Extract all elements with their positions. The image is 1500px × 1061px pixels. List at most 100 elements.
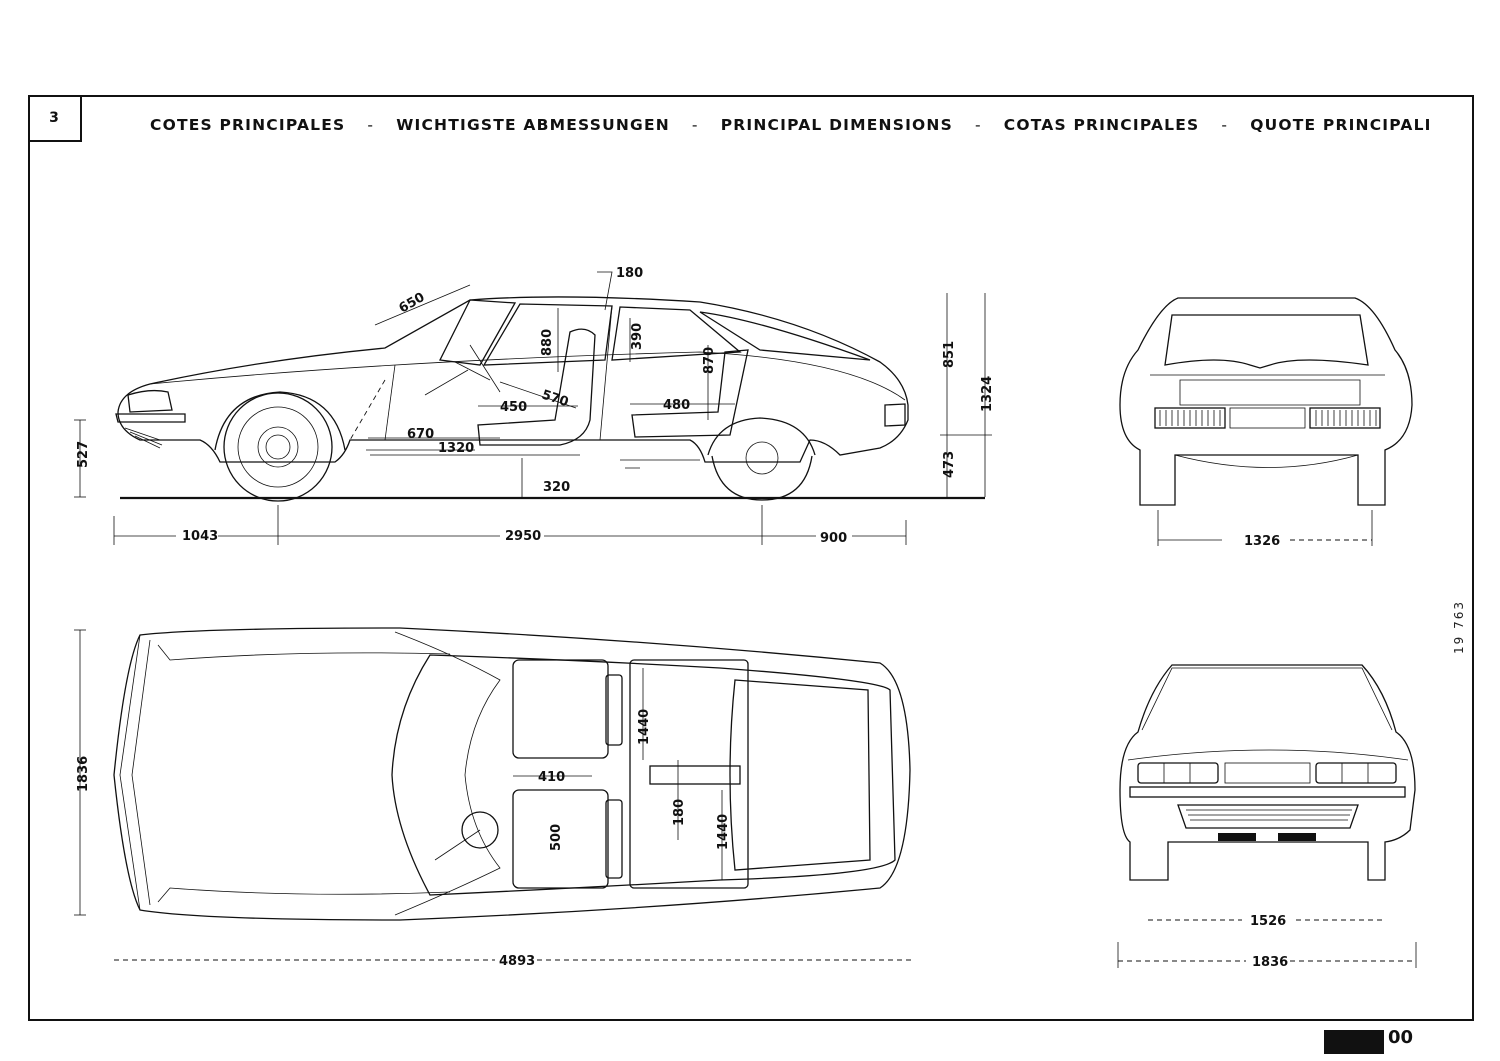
dim-pedal-distance: 670	[407, 427, 434, 442]
side-pedal-outline	[349, 379, 386, 441]
rear-body-outline	[1119, 297, 1413, 506]
title-de: WICHTIGSTE ABMESSUNGEN	[396, 116, 670, 134]
front-grille	[1177, 804, 1359, 829]
page-number: 3	[28, 95, 82, 142]
side-windscreen	[439, 299, 517, 366]
side-rear-wheel	[711, 455, 813, 501]
side-front-window	[482, 303, 613, 366]
front-left-fog-lamp	[1218, 833, 1256, 841]
top-hood-line	[157, 644, 451, 903]
side-rear-seat	[631, 349, 749, 438]
side-view: 1043 2950 900 527 851 1324 473 650 180 8…	[74, 266, 995, 546]
dim-seat-gap: 410	[538, 770, 565, 785]
front-right-lamp-cluster	[1315, 762, 1397, 784]
rear-lamp-hatching	[1159, 410, 1377, 426]
dim-seat-to-roof: 390	[630, 323, 645, 350]
dim-rear-cabin-width: 1440	[716, 814, 731, 850]
side-floor-line	[370, 454, 700, 469]
top-windscreen	[394, 631, 501, 916]
front-windscreen	[1141, 667, 1393, 731]
front-right-fog-lamp	[1278, 833, 1316, 841]
dim-line	[374, 284, 471, 326]
top-cabin-outline	[391, 654, 896, 896]
front-bonnet	[1127, 749, 1409, 761]
top-armrest	[649, 765, 741, 785]
side-front-wheel-hub	[257, 426, 299, 468]
title-separator: -	[367, 116, 375, 134]
side-rear-window	[611, 306, 742, 361]
dim-roof-gap: 180	[616, 266, 643, 281]
rear-plate	[1229, 407, 1306, 429]
side-door-line-rear	[599, 305, 613, 441]
title-separator: -	[1221, 116, 1229, 134]
top-front-edge	[119, 634, 151, 911]
dim-front-cabin-width: 1440	[637, 709, 652, 745]
rear-view: 1326	[1119, 297, 1413, 549]
dim-upper-height: 851	[942, 341, 957, 368]
dim-sill-height: 473	[942, 451, 957, 478]
dim-front-headroom: 880	[540, 329, 555, 356]
dim-front-overhang: 1043	[182, 529, 218, 544]
top-view: 1836 4893 410 500 180 1440 1440	[74, 627, 912, 969]
dim-wheelbase: 2950	[505, 529, 541, 544]
title-en: PRINCIPAL DIMENSIONS	[720, 116, 953, 134]
dim-front-track: 1526	[1250, 914, 1286, 929]
front-view: 1526 1836	[1117, 664, 1417, 970]
dim-windscreen: 650	[397, 290, 428, 317]
front-bumper	[1129, 786, 1406, 798]
front-grille-lines	[1186, 809, 1352, 821]
side-door-line	[384, 364, 396, 441]
dim-front-height: 527	[76, 441, 91, 468]
side-front-wheel-cap	[265, 434, 291, 460]
footer-black-block	[1324, 1030, 1384, 1054]
front-body-outline	[1119, 664, 1416, 881]
dim-leader	[597, 271, 613, 311]
side-steering-wheel	[424, 344, 501, 396]
side-body-outline	[117, 296, 909, 463]
top-body-outline	[113, 627, 911, 921]
title-it: QUOTE PRINCIPALI	[1250, 116, 1432, 134]
side-rear-quarter-window	[699, 311, 871, 361]
title-separator: -	[691, 116, 699, 134]
dim-floor-gap: 320	[543, 480, 570, 495]
front-center-plate	[1224, 762, 1311, 784]
dim-rear-overhang: 900	[820, 531, 847, 546]
side-belt-line	[149, 351, 906, 401]
dim-rear-track: 1326	[1244, 534, 1280, 549]
dim-rear-seat-depth: 480	[663, 398, 690, 413]
side-tail-lamp	[884, 403, 906, 427]
front-lamp-dividers	[1163, 763, 1369, 783]
top-steering-column	[434, 829, 481, 861]
header-titles: COTES PRINCIPALES - WICHTIGSTE ABMESSUNG…	[150, 113, 1430, 137]
dim-line	[499, 381, 577, 409]
side-front-wheel-rim	[237, 406, 319, 488]
dim-top-width: 1836	[76, 756, 91, 792]
title-separator: -	[974, 116, 982, 134]
rear-left-lamp	[1154, 407, 1226, 429]
side-front-grille	[124, 427, 163, 449]
rear-underbody	[1174, 454, 1359, 468]
top-front-right-backrest	[605, 799, 623, 879]
dim-front-seat-depth: 450	[500, 400, 527, 415]
side-front-wheel	[223, 392, 333, 502]
sheet-frame	[28, 95, 1474, 1021]
title-es: COTAS PRINCIPALES	[1003, 116, 1200, 134]
top-steering-wheel	[461, 811, 499, 849]
side-front-seat	[477, 328, 596, 446]
side-front-arch	[214, 391, 346, 451]
rear-trunk-lid	[1150, 374, 1385, 406]
side-headlamp	[127, 389, 173, 413]
title-fr: COTES PRINCIPALES	[150, 116, 346, 134]
dim-seat-back: 570	[540, 388, 570, 411]
dim-leg-length: 1320	[438, 441, 474, 456]
front-left-lamp-cluster	[1137, 762, 1219, 784]
rear-window	[1164, 314, 1369, 369]
top-front-right-seat	[512, 789, 609, 889]
dim-center-gap: 180	[672, 799, 687, 826]
rear-right-lamp	[1309, 407, 1381, 429]
dim-top-length: 4893	[499, 954, 535, 969]
dim-front-width: 1836	[1252, 955, 1288, 970]
dim-seat-width: 500	[549, 824, 564, 851]
